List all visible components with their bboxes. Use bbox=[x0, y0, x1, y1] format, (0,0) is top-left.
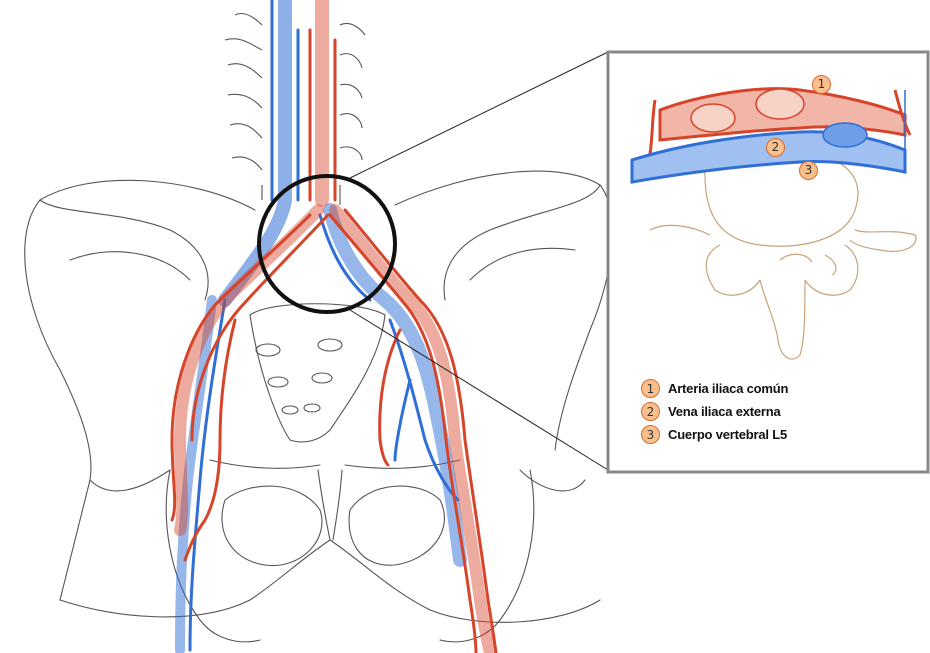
legend-label: Cuerpo vertebral L5 bbox=[668, 427, 787, 442]
legend-label: Arteria iliaca común bbox=[668, 381, 788, 396]
sacrum-outline bbox=[250, 304, 385, 442]
inset-connector-top bbox=[350, 52, 608, 178]
legend-number-badge: 3 bbox=[641, 425, 660, 444]
legend-item: 3 Cuerpo vertebral L5 bbox=[641, 423, 921, 446]
marker-2: 2 bbox=[766, 138, 785, 157]
marker-3: 3 bbox=[799, 161, 818, 180]
marker-1: 1 bbox=[812, 75, 831, 94]
legend-label: Vena iliaca externa bbox=[668, 404, 781, 419]
legend-item: 1 Arteria iliaca común bbox=[641, 377, 921, 400]
legend-number-badge: 1 bbox=[641, 379, 660, 398]
legend-number-badge: 2 bbox=[641, 402, 660, 421]
legend-item: 2 Vena iliaca externa bbox=[641, 400, 921, 423]
legend: 1 Arteria iliaca común 2 Vena iliaca ext… bbox=[641, 377, 921, 446]
pelvis-outline bbox=[25, 171, 613, 642]
